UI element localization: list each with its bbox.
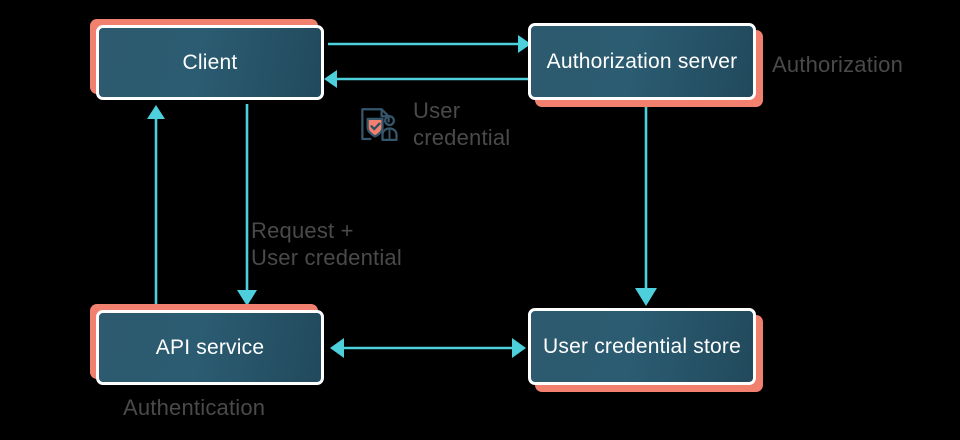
document-outline: [361, 108, 390, 141]
node-user-credential-store-label: User credential store: [528, 308, 756, 385]
check-mark: [370, 122, 381, 131]
arrow-head-down: [635, 288, 657, 306]
node-client[interactable]: Client: [90, 19, 324, 100]
arrow-api-service-to-client: [147, 105, 165, 305]
arrow-head-right: [512, 338, 526, 358]
label-user-credential: User credential: [413, 98, 511, 150]
arrow-head-up: [147, 105, 165, 119]
arrow-head-left: [330, 338, 344, 358]
node-user-credential-store[interactable]: User credential store: [528, 308, 763, 392]
arrow-client-to-api-service: [237, 104, 257, 306]
node-api-service-label: API service: [96, 310, 324, 385]
label-authorization: Authorization: [772, 52, 904, 77]
label-request-user-credential: Request + User credential: [251, 218, 402, 270]
arrow-client-to-auth-server: [328, 35, 531, 53]
person-body: [381, 127, 398, 142]
node-authorization-server-label: Authorization server: [528, 23, 756, 100]
node-client-label: Client: [96, 25, 324, 100]
document-shield-person-icon: [361, 108, 398, 142]
node-api-service[interactable]: API service: [90, 304, 324, 385]
label-authentication: Authentication: [123, 395, 266, 420]
node-authorization-server[interactable]: Authorization server: [528, 23, 763, 107]
person-head: [383, 115, 396, 127]
arrow-auth-server-to-client: [324, 70, 528, 88]
arrow-api-service-credential-store: [330, 338, 526, 358]
arrow-auth-server-to-credential-store: [635, 104, 657, 306]
arrow-head-left: [324, 70, 337, 88]
